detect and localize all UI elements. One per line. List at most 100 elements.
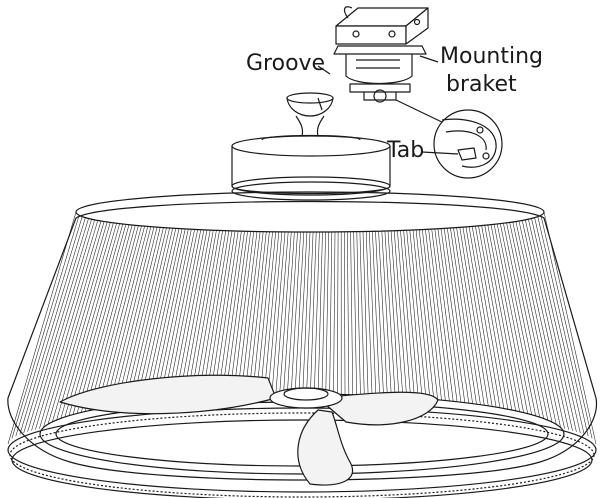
cage-bar bbox=[321, 231, 326, 411]
cage-bar bbox=[353, 231, 358, 411]
cage-bar bbox=[356, 231, 362, 411]
cage-bar bbox=[375, 231, 385, 412]
cage-bar bbox=[278, 231, 292, 411]
cage-bar bbox=[515, 221, 561, 428]
cage-bar bbox=[43, 221, 105, 428]
cage-bar bbox=[390, 230, 405, 413]
cage-bar bbox=[54, 222, 114, 426]
cage-bar bbox=[518, 220, 565, 429]
cage-bar bbox=[453, 227, 483, 418]
cage-bar bbox=[325, 231, 329, 411]
cage-bar bbox=[365, 231, 373, 412]
mounting-bracket bbox=[333, 45, 439, 103]
cage-bar bbox=[525, 219, 573, 431]
cage-bar bbox=[475, 226, 511, 420]
cage-bar bbox=[540, 215, 593, 439]
cage-bar bbox=[481, 225, 518, 421]
cage-bar bbox=[305, 231, 314, 411]
cage-bar bbox=[543, 211, 597, 445]
cage-bar bbox=[270, 231, 286, 411]
cage-bar bbox=[35, 220, 99, 430]
cage-bar bbox=[397, 230, 413, 413]
cage-bar bbox=[418, 229, 440, 414]
cage-bar bbox=[293, 231, 305, 411]
cage-bar bbox=[39, 220, 102, 429]
cage-bar bbox=[347, 231, 350, 411]
cage-bar bbox=[289, 231, 301, 411]
cage-bar bbox=[15, 216, 83, 437]
cage-bar bbox=[490, 224, 530, 423]
cage-bar bbox=[344, 231, 346, 411]
cage-bar bbox=[400, 230, 416, 413]
cage-bar bbox=[313, 231, 320, 411]
cage-bar bbox=[506, 222, 550, 426]
cage-bar bbox=[362, 231, 369, 411]
cage-bar bbox=[23, 218, 89, 434]
cage-bar bbox=[534, 217, 585, 435]
cage-bar bbox=[484, 225, 522, 422]
cage-bar bbox=[7, 211, 77, 445]
junction-box bbox=[335, 6, 429, 45]
cage-bar bbox=[437, 228, 463, 416]
cage-bar bbox=[471, 226, 507, 420]
cage-bar bbox=[440, 228, 467, 416]
cage-bar bbox=[393, 230, 409, 413]
cage-bar bbox=[337, 231, 339, 411]
cage-bar bbox=[387, 230, 401, 412]
cage-bar bbox=[412, 229, 432, 414]
cage-bar bbox=[503, 223, 546, 425]
cage-bar bbox=[19, 217, 86, 435]
cage-bar bbox=[384, 230, 397, 412]
cage-bar bbox=[274, 231, 289, 411]
cage-bar bbox=[428, 229, 452, 415]
tab-detail-callout bbox=[395, 99, 503, 179]
cage-bar bbox=[528, 219, 577, 432]
cage-bar bbox=[282, 231, 295, 411]
cage-bar bbox=[521, 220, 569, 430]
cage-bar bbox=[403, 230, 420, 413]
cage-bar bbox=[82, 225, 136, 422]
cage-bar bbox=[31, 219, 95, 431]
cage-bar bbox=[329, 231, 333, 411]
cage-bar bbox=[333, 231, 336, 411]
cage-bar bbox=[443, 228, 471, 417]
cage-bar bbox=[78, 224, 133, 422]
mounting-bracket-label-line1: Mounting bbox=[440, 44, 543, 69]
cage-bar bbox=[431, 229, 456, 416]
cage-bar bbox=[58, 223, 117, 425]
cage-bar bbox=[297, 231, 308, 411]
groove-label: Groove bbox=[246, 51, 326, 76]
cage-bar bbox=[537, 216, 589, 437]
cage-bar bbox=[425, 229, 448, 415]
cage-bar bbox=[301, 231, 311, 411]
cage-bar bbox=[478, 225, 514, 421]
cage-bar bbox=[468, 226, 503, 420]
cage-bar bbox=[317, 231, 323, 411]
cage-bar bbox=[447, 228, 475, 417]
cage-bar bbox=[415, 229, 436, 414]
tab-label: Tab bbox=[387, 138, 425, 163]
cage-bar bbox=[500, 223, 542, 425]
motor-housing bbox=[231, 134, 391, 201]
cage-bar bbox=[50, 222, 111, 427]
cage-bar bbox=[456, 227, 487, 418]
cage-bar bbox=[450, 227, 479, 417]
cage-bar bbox=[409, 230, 428, 414]
cage-bar bbox=[493, 224, 534, 424]
cage-bar bbox=[487, 224, 526, 422]
cage-bar bbox=[70, 224, 127, 424]
groove-leader bbox=[317, 65, 331, 75]
cage-bar bbox=[74, 224, 130, 423]
cage-bar bbox=[350, 231, 354, 411]
cage-bar bbox=[465, 226, 499, 419]
cage-bar bbox=[406, 230, 424, 414]
cage-bar bbox=[459, 227, 491, 418]
cage-bar bbox=[46, 221, 108, 428]
cage-bar bbox=[381, 230, 393, 412]
cage-bar bbox=[434, 228, 460, 416]
fan-blades bbox=[59, 374, 439, 486]
cage-bar bbox=[309, 231, 317, 411]
cage-bar bbox=[422, 229, 444, 415]
cage-bar bbox=[462, 227, 495, 419]
cage-bar bbox=[359, 231, 365, 411]
